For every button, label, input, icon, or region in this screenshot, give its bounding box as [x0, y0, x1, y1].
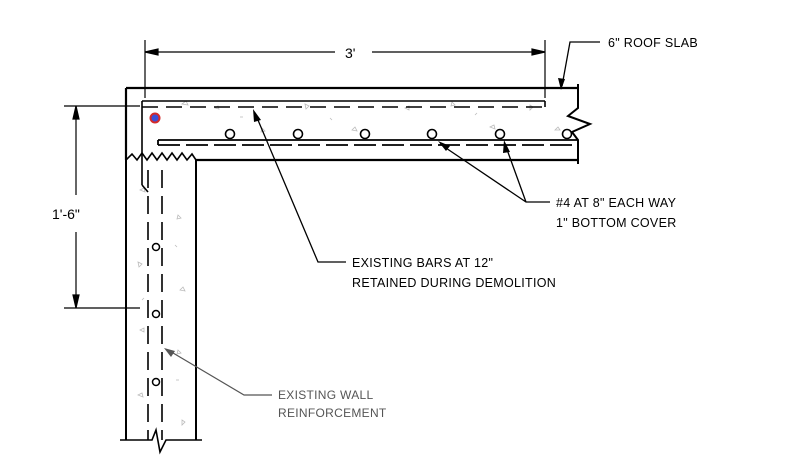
slab-outline — [124, 86, 578, 162]
wall-outline — [125, 160, 197, 440]
wall-reinforcement — [141, 170, 163, 440]
new-bars-leader-arrow-2 — [503, 140, 510, 153]
wall-reinf-label-line2: REINFORCEMENT — [278, 406, 387, 420]
new-bottom-bars — [157, 139, 578, 146]
existing-bars-label-line2: RETAINED DURING DEMOLITION — [352, 276, 556, 290]
existing-bars-label-line1: EXISTING BARS AT 12" — [352, 256, 493, 270]
existing-bars-leader-arrow — [253, 109, 261, 122]
slab-break-line — [565, 84, 593, 164]
existing-bars-leader — [254, 112, 346, 263]
roof-slab-label: 6" ROOF SLAB — [608, 36, 698, 50]
concrete-hatch — [137, 100, 561, 426]
new-bars-leader — [439, 143, 550, 203]
roof-slab-leader — [561, 41, 600, 87]
dimension-horizontal-label: 3' — [345, 45, 355, 61]
demolition-joint — [125, 151, 197, 162]
transverse-bars — [224, 128, 573, 140]
dimension-horizontal — [144, 40, 546, 98]
wall-reinf-leader — [167, 349, 272, 396]
new-bars-leader-arrow-1 — [438, 141, 450, 151]
existing-top-bars — [142, 100, 546, 108]
new-bars-label-line2: 1" BOTTOM COVER — [556, 216, 677, 230]
dimension-vertical-label: 1'-6" — [52, 206, 80, 222]
new-bars-label-line1: #4 AT 8" EACH WAY — [556, 196, 677, 210]
wall-horizontal-bars — [151, 242, 161, 387]
dimension-vertical — [64, 105, 140, 309]
wall-reinf-leader-arrow — [164, 348, 175, 357]
wall-reinf-label-line1: EXISTING WALL — [278, 388, 374, 402]
roof-slab-leader-arrow — [558, 78, 565, 90]
corner-bar-marker — [149, 112, 161, 124]
wall-break-line — [120, 427, 202, 455]
